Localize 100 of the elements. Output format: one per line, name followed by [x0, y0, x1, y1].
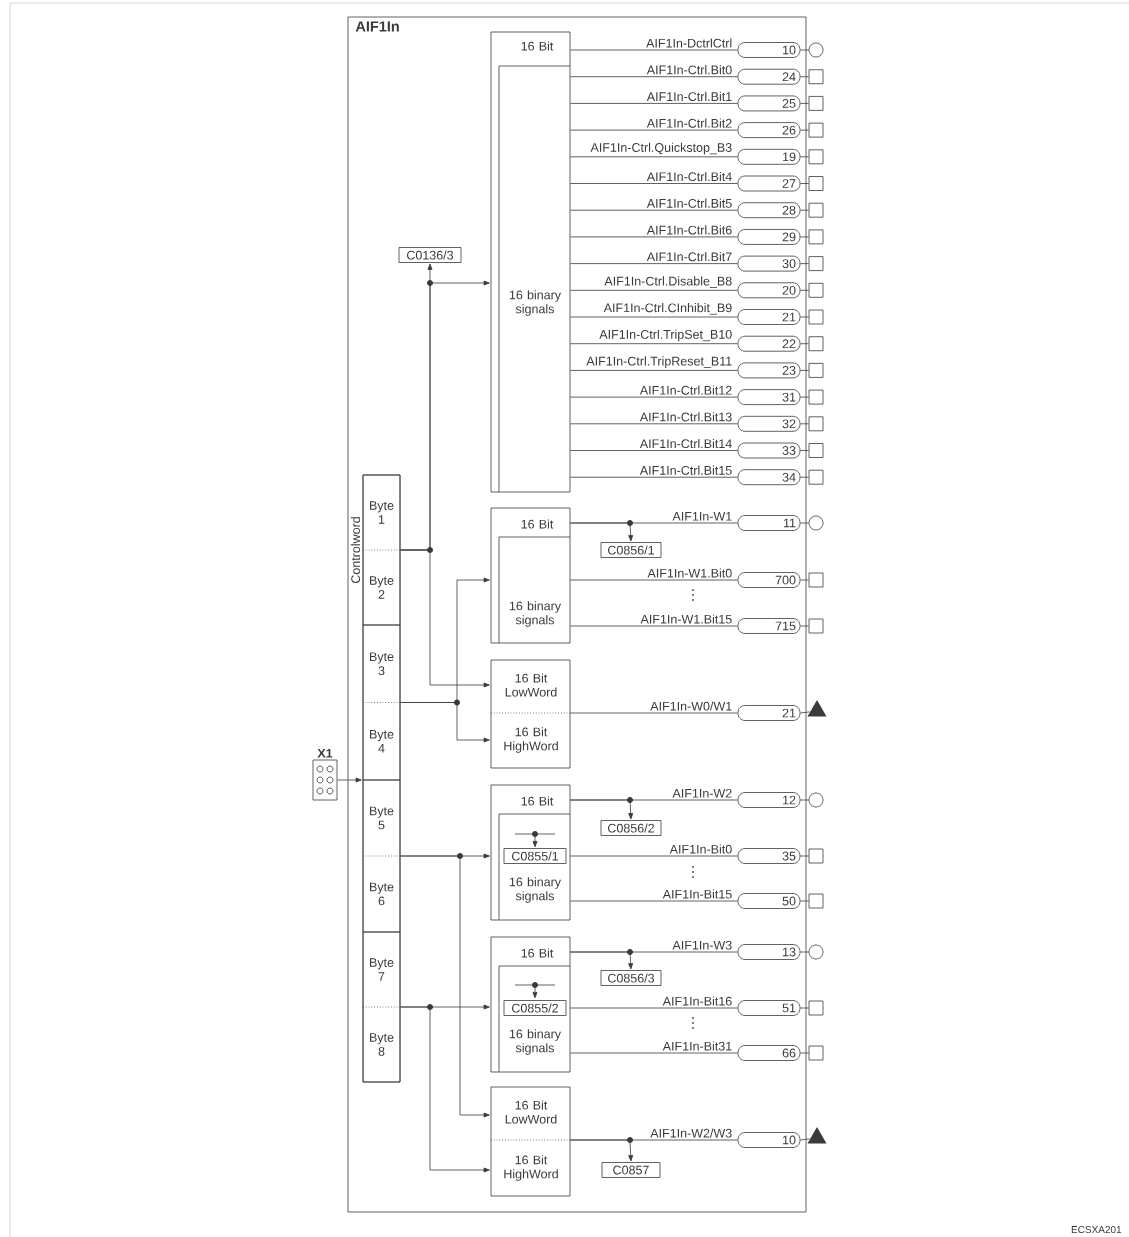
signal-line: [800, 423, 809, 425]
number-pill: 26: [737, 122, 801, 138]
edge-label: AIF1In-Bit31: [661, 1040, 734, 1052]
signal-line: [570, 396, 738, 398]
signal-line: [800, 289, 809, 291]
connection-circle: [808, 42, 824, 58]
signal-line: [570, 900, 738, 902]
connection-square: [808, 893, 824, 909]
connection-triangle: [807, 700, 827, 717]
signal-line: [800, 156, 809, 158]
number-pill: 34: [737, 469, 801, 486]
signal-line: [800, 625, 809, 627]
number-pill: 35: [737, 848, 801, 864]
signal-line: [800, 236, 809, 238]
edge-label: AIF1In-W1: [671, 511, 734, 522]
signal-line: [800, 129, 809, 131]
edge-label: AIF1In-Bit0: [668, 843, 734, 855]
number-pill: 33: [737, 442, 801, 459]
edge-label: AIF1In-Bit15: [661, 888, 734, 900]
edge-label: AIF1In-Ctrl.Bit4: [645, 170, 734, 183]
signal-line: [800, 522, 809, 524]
connection-circle: [808, 792, 824, 808]
signal-line: [800, 49, 809, 51]
function-block: 16 Bit 16 binary signals: [490, 507, 571, 644]
number-pill: 51: [737, 1000, 801, 1016]
edge-label: AIF1In-Ctrl.Bit14: [638, 437, 734, 450]
signal-line: [800, 316, 809, 318]
arrow: [570, 951, 634, 970]
number-pill: 31: [737, 389, 801, 405]
edge-label: AIF1In-DctrlCtrl: [645, 37, 734, 49]
parameter-code-box: C0856/3: [600, 970, 662, 986]
signal-line: [570, 236, 738, 238]
connection-square: [808, 282, 824, 298]
signal-line: [570, 625, 738, 627]
side-label: Controlword: [350, 517, 361, 584]
signal-line: [800, 209, 809, 211]
edge-label: AIF1In-Bit16: [661, 995, 734, 1007]
connection-square: [808, 848, 824, 864]
signal-line: [570, 316, 738, 318]
byte-pair-box: Byte 7 Byte 8: [362, 931, 401, 1083]
signal-line: [570, 209, 738, 211]
signal-line: [570, 1007, 738, 1009]
connection-square: [808, 572, 824, 588]
connection-square: [808, 69, 824, 85]
signal-line: [800, 951, 809, 953]
signal-line: [800, 476, 809, 478]
connection-square: [808, 1045, 824, 1061]
number-pill: 22: [737, 335, 801, 352]
node-label: X1: [317, 749, 333, 758]
arrow: [337, 777, 362, 783]
number-pill: 23: [737, 362, 801, 379]
signal-line: [800, 263, 809, 264]
edge-label: AIF1In-Ctrl.Bit12: [638, 384, 734, 396]
signal-line: [800, 396, 809, 398]
number-pill: 32: [737, 415, 801, 432]
number-pill: 10: [737, 42, 801, 58]
signal-line: [570, 129, 738, 131]
edge-label: AIF1In-W2/W3: [649, 1127, 734, 1139]
signal-line: [570, 712, 738, 714]
parameter-code-box: C0857: [601, 1162, 661, 1178]
connection-square: [808, 122, 824, 138]
signal-line: [570, 343, 738, 345]
parameter-code-box: C0856/1: [600, 542, 662, 558]
connection-circle: [808, 515, 824, 531]
edge-label: AIF1In-W0/W1: [649, 700, 734, 712]
signal-line: [570, 263, 738, 264]
number-pill: 24: [737, 68, 801, 85]
signal-line: [800, 76, 809, 78]
signal-line: [570, 103, 738, 104]
edge-label: AIF1In-Ctrl.Bit15: [638, 464, 734, 476]
arrow: [570, 799, 634, 820]
parameter-code-box: C0855/1: [503, 848, 567, 864]
connection-square: [808, 229, 824, 245]
signal-line: [800, 370, 809, 371]
arrow: [570, 522, 634, 542]
number-pill: 28: [737, 202, 801, 219]
signal-line: [570, 1052, 738, 1054]
edge-label: AIF1In-W1.Bit15: [639, 613, 734, 625]
connection-triangle: [807, 1127, 827, 1144]
connection-square: [808, 336, 824, 352]
byte-pair-box: Byte 1 Byte 2: [362, 474, 401, 626]
edge-label: AIF1In-Ctrl.Quickstop_B3: [589, 141, 734, 156]
function-block: 16 Bit LowWord 16 Bit HighWord: [490, 659, 571, 769]
signal-line: [800, 1007, 809, 1009]
signal-line: [570, 76, 738, 78]
signal-line: [800, 855, 809, 857]
byte-pair-box: Byte 3 Byte 4: [362, 624, 401, 781]
connection-square: [808, 363, 824, 378]
signal-line: [800, 103, 809, 104]
signal-line: [800, 1052, 809, 1054]
signal-line: [570, 49, 738, 51]
number-pill: 19: [737, 148, 801, 165]
connection-square: [808, 176, 824, 191]
signal-line: [800, 799, 809, 801]
signal-line: [800, 900, 809, 902]
edge-label: AIF1In-Ctrl.TripSet_B10: [598, 328, 734, 343]
edge-label: AIF1In-Ctrl.Disable_B8: [603, 275, 734, 289]
signal-line: [800, 183, 809, 184]
edge-label: AIF1In-Ctrl.Bit13: [638, 411, 734, 423]
connection-square: [808, 202, 824, 218]
